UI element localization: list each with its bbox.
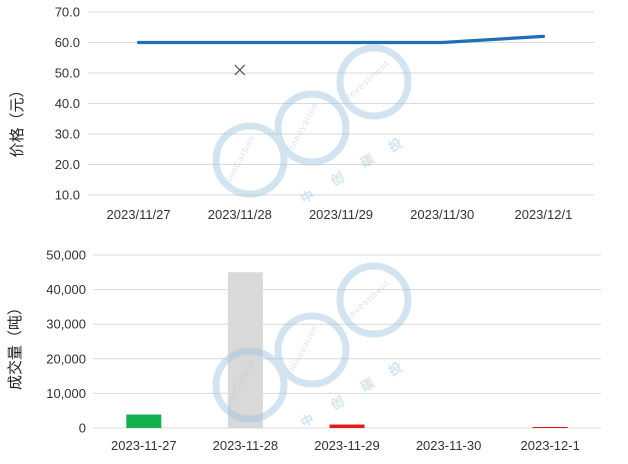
price-y-tick-label: 70.0 [55,5,80,20]
volume-bar [532,426,568,428]
watermark-cn: 碳 [358,151,378,172]
volume-y-tick-label: 40,000 [46,282,86,297]
watermark-text: Investment [345,278,392,322]
watermark-ring [212,347,288,423]
watermark-text: SinoCarbon [221,133,257,188]
volume-bar [126,414,162,428]
volume-chart: 50,000 40,000 30,000 20,000 10,000 0 2023-11-… [6,248,601,453]
watermark-cn: 碳 [358,375,378,396]
watermark-cn: 投 [386,359,405,379]
volume-y-axis-label: 成交量（吨） [6,300,24,390]
watermark-text: Innovation [287,323,320,373]
volume-y-tick-label: 10,000 [46,386,86,401]
price-x-tick-label: 2023/11/30 [410,207,474,222]
volume-y-ticks: 50,000 40,000 30,000 20,000 10,000 0 [46,248,86,436]
price-x-tick-label: 2023/11/29 [309,207,373,222]
volume-bar [227,272,263,428]
watermark-ring [336,44,412,120]
volume-bars [126,272,568,428]
volume-x-tick-label: 2023-11-27 [111,438,177,453]
volume-y-tick-label: 30,000 [46,317,86,332]
price-y-tick-label: 50.0 [55,66,80,81]
volume-x-tick-label: 2023-11-28 [213,438,279,453]
price-x-ticks: 2023/11/27 2023/11/28 2023/11/29 2023/11/30… [107,207,573,222]
price-y-tick-label: 10.0 [55,188,80,203]
volume-y-tick-label: 50,000 [46,248,86,263]
price-markers [234,64,246,76]
volume-x-tick-label: 2023-12-1 [521,438,580,453]
watermark-ring [274,312,350,388]
watermark-text: Investment [345,58,392,102]
price-y-tick-label: 40.0 [55,96,80,111]
price-x-tick-label: 2023/11/28 [208,207,272,222]
watermark-cn: 创 [327,169,347,190]
volume-x-tick-label: 2023-11-30 [416,438,482,453]
volume-bar [329,424,365,428]
volume-x-tick-label: 2023-11-29 [314,438,380,453]
volume-y-tick-label: 20,000 [46,351,86,366]
price-y-tick-label: 60.0 [55,35,80,50]
price-y-tick-label: 20.0 [55,157,80,172]
price-x-tick-label: 2023/12/1 [514,207,572,222]
price-y-tick-label: 30.0 [55,127,80,142]
price-series-line [137,34,546,45]
volume-y-tick-label: 0 [79,421,86,436]
watermark-ring [212,122,288,198]
watermark-cn: 中 [298,187,317,207]
watermark-cn: 投 [386,135,405,155]
price-x-tick-label: 2023/11/27 [107,207,171,222]
watermark-cn: 创 [327,393,347,414]
price-y-axis-label: 价格（元） [8,82,26,157]
watermark-logo-top: SinoCarbon Innovation Investment 中 创 碳 投 [212,44,412,207]
watermark-text: Innovation [287,101,320,151]
price-x-marker [234,64,246,76]
price-y-ticks: 70.0 60.0 50.0 40.0 30.0 20.0 10.0 [55,5,80,203]
price-series [137,34,546,45]
watermark-ring [336,262,412,338]
volume-gridlines [93,254,601,429]
watermark-ring [274,90,350,166]
volume-x-ticks: 2023-11-27 2023-11-28 2023-11-29 2023-11-30… [111,438,580,453]
